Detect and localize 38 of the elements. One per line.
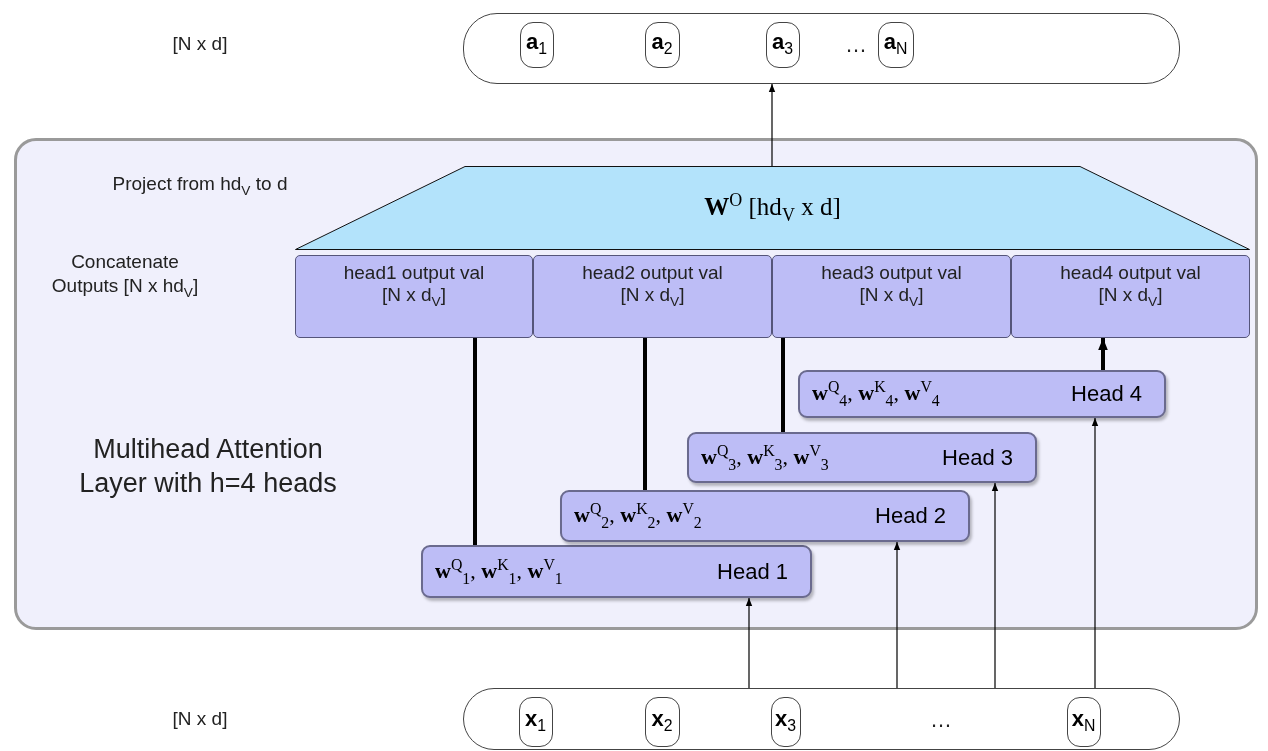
token-box: a$_{1}$ [519,21,554,68]
connector-line [781,338,785,432]
dimension-label: [N x d] [171,32,229,56]
head-box [798,370,1166,418]
head-label: Head 4 [1071,381,1142,407]
token-box: a$_{2}$ [644,21,680,68]
output-box: head2 output val [N x d$_{V}$] [533,255,772,338]
head-box [421,545,812,598]
output-box: head1 output val [N x d$_{V}$] [295,255,533,338]
token-box: x$_{3}$ [770,696,801,747]
head-label: Head 2 [875,503,946,529]
dimension-label: [N x d] [171,707,229,731]
annotation: Concatenate Outputs [N x hd$_{V}$] [50,250,200,302]
head-box [560,490,970,542]
token-box: a$_{N}$ [877,21,914,68]
annotation: Project from hd$_{V}$ to d [111,172,289,200]
token-box: x$_{2}$ [644,696,680,747]
token-box: x$_{N}$ [1066,696,1101,747]
output-box: head3 output val [N x d$_{V}$] [772,255,1011,338]
layer-panel [14,138,1258,630]
arrow [1098,338,1108,370]
arrow [991,482,999,689]
token-box: x$_{1}$ [518,696,553,747]
arrow [745,597,753,689]
connector-line [473,338,477,545]
head-label: Head 1 [717,558,788,585]
head-label: Head 3 [942,444,1013,471]
token-box: a$_{3}$ [765,21,800,68]
arrow [768,83,776,167]
arrow [1091,417,1099,689]
connector-line [643,338,647,490]
head-box [687,432,1037,483]
ellipsis: … [844,31,868,59]
arrow [893,541,901,689]
output-box: head4 output val [N x d$_{V}$] [1011,255,1250,338]
ellipsis: … [929,706,953,734]
projection-trapezoid: W$^{O}$ [hd$_{V}$ x d] [295,166,1250,250]
layer-title: Multihead Attention Layer with h=4 heads [78,433,338,500]
